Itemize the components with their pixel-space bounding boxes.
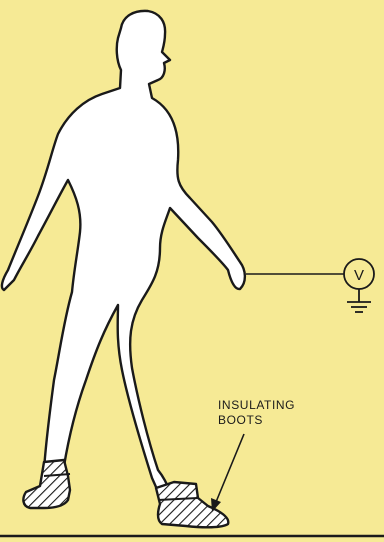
ground-symbol-icon: [347, 289, 371, 312]
callout-line-2: BOOTS: [218, 413, 295, 428]
left-boot: [23, 460, 70, 508]
person-figure: [2, 11, 245, 496]
callout-arrow-line: [216, 434, 244, 502]
voltmeter-label: V: [354, 267, 364, 284]
insulating-boots-callout: INSULATING BOOTS: [218, 398, 295, 428]
callout-line-1: INSULATING: [218, 398, 295, 413]
